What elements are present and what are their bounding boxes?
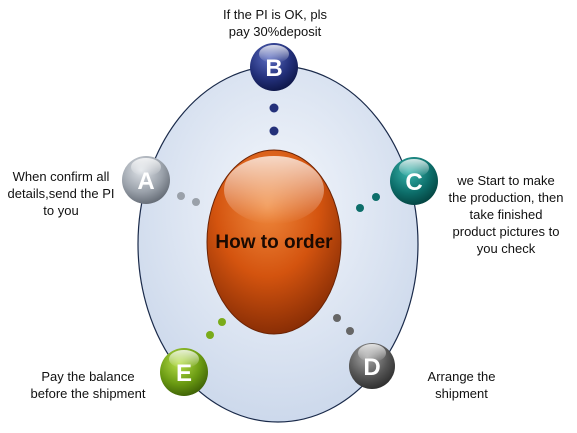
step-e-ball: E bbox=[160, 348, 208, 396]
connector-dots-b bbox=[269, 103, 279, 136]
connector-dots-a bbox=[177, 192, 200, 206]
step-c-letter: C bbox=[405, 169, 422, 196]
connector-dots-d bbox=[333, 314, 354, 335]
connector-dots-e bbox=[206, 318, 226, 339]
connector-dots-c bbox=[356, 193, 380, 212]
step-e-caption: Pay the balance before the shipment bbox=[30, 369, 146, 401]
step-a-ball: A bbox=[122, 156, 170, 204]
center-label: How to order bbox=[215, 232, 333, 253]
step-c-ball: C bbox=[390, 157, 438, 205]
step-b-caption: If the PI is OK, pls pay 30%deposit bbox=[222, 7, 328, 39]
step-d-letter: D bbox=[363, 354, 380, 381]
center-node: How to order bbox=[206, 149, 342, 335]
step-d-caption: Arrange the shipment bbox=[427, 369, 496, 401]
step-c-caption: we Start to make the production, then ta… bbox=[448, 173, 564, 256]
step-d-ball: D bbox=[349, 343, 395, 389]
step-b-letter: B bbox=[265, 55, 282, 82]
step-e-letter: E bbox=[176, 360, 192, 387]
step-a-caption: When confirm all details,send the PI to … bbox=[7, 169, 115, 218]
step-b-ball: B bbox=[250, 43, 298, 91]
step-a-letter: A bbox=[137, 168, 154, 195]
